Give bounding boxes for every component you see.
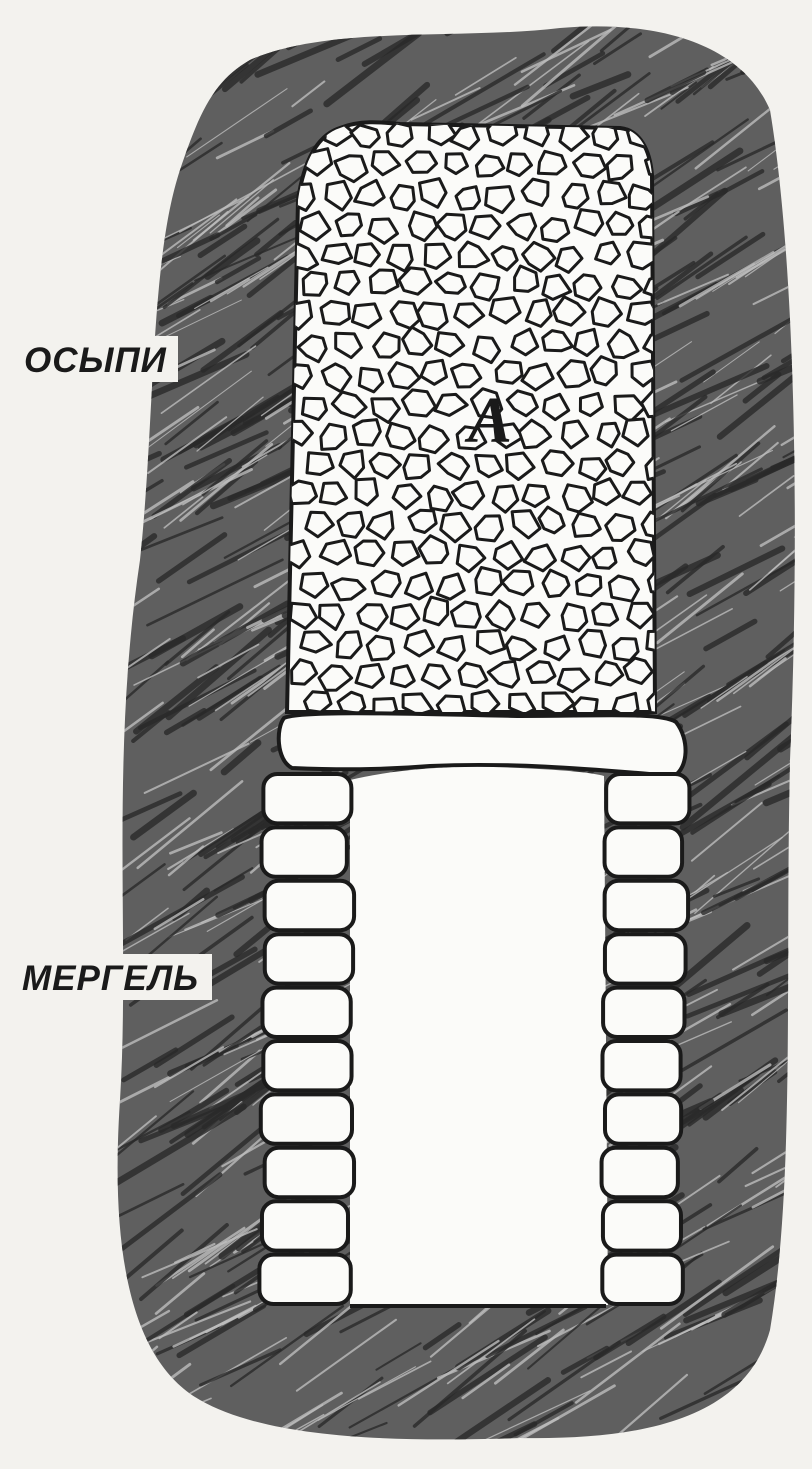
masonry-stone [603,1201,681,1250]
masonry-stone [265,934,353,983]
label-scree: ОСЫПИ [24,341,167,380]
masonry-stone [262,1201,348,1250]
masonry-stone [605,1094,681,1143]
masonry-stone [259,1255,350,1304]
masonry-stone [263,1041,351,1090]
masonry-stone [606,774,689,823]
masonry-stone [262,827,347,876]
masonry-stone [265,1148,354,1197]
lintel-slab [279,713,686,776]
masonry-stone [605,881,688,930]
empty-passage [350,767,608,1305]
masonry-stone [263,774,351,823]
masonry-stone [602,1041,680,1090]
label-marl: МЕРГЕЛЬ [22,959,199,998]
masonry-stone [265,881,354,930]
masonry-stone [605,827,683,876]
masonry-stone [605,934,686,983]
masonry-stone [262,988,350,1037]
masonry-stone [602,1255,683,1304]
fill-letter: A [464,384,512,457]
masonry-stone [261,1094,352,1143]
masonry-stone [603,988,684,1037]
masonry-stone [602,1148,678,1197]
